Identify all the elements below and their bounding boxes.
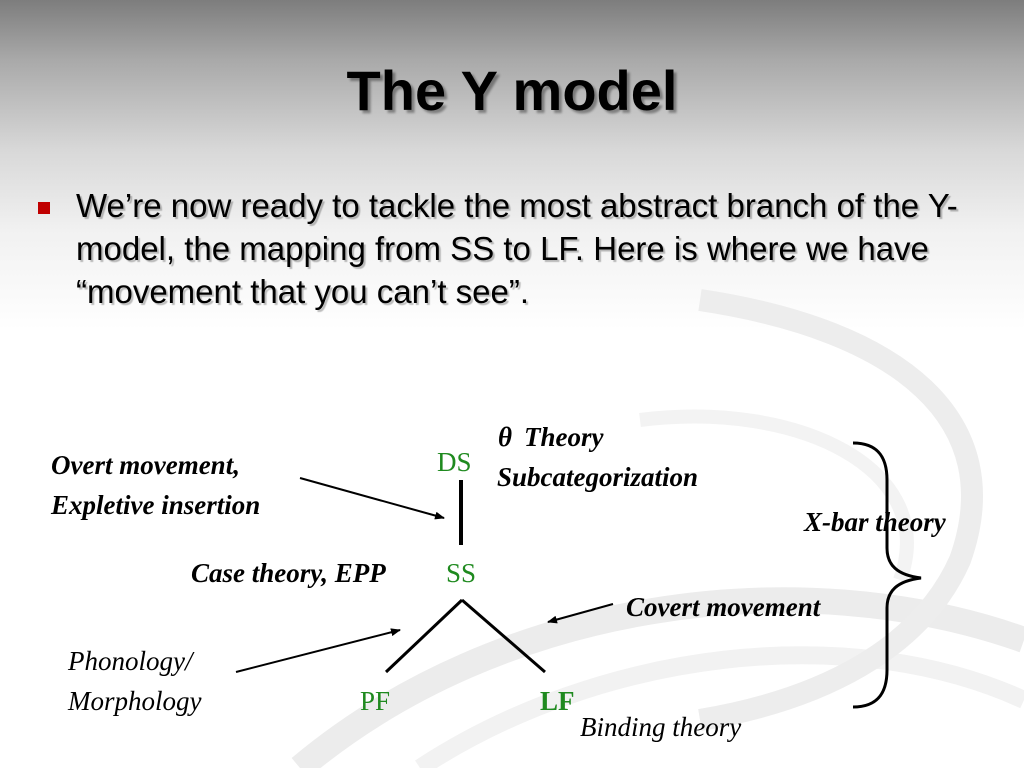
phonology-arrow xyxy=(235,628,401,673)
node-ss: SS xyxy=(446,558,477,588)
square-bullet-icon xyxy=(38,202,50,214)
covert-movement-arrow xyxy=(547,603,614,624)
label-covert-movement: Covert movement xyxy=(626,592,821,622)
overt-movement-arrow xyxy=(299,477,445,520)
label-morphology: Morphology xyxy=(68,686,202,716)
label-xbar-theory: X-bar theory xyxy=(804,507,946,537)
label-expletive-insertion: Expletive insertion xyxy=(51,490,261,520)
label-case-theory: Case theory, EPP xyxy=(191,558,386,588)
node-ds: DS xyxy=(437,447,472,477)
label-binding-theory: Binding theory xyxy=(580,712,742,742)
ss-lf-line xyxy=(461,598,546,674)
bullet-text: We’re now ready to tackle the most abstr… xyxy=(76,187,958,310)
right-curly-brace xyxy=(852,441,922,709)
label-subcategorization: Subcategorization xyxy=(497,462,699,492)
label-theta-theory: Theory xyxy=(524,422,604,452)
node-pf: PF xyxy=(360,686,391,716)
label-phonology: Phonology/ xyxy=(68,646,193,676)
theta-symbol: θ xyxy=(498,422,513,452)
node-lf: LF xyxy=(540,686,575,716)
label-overt-movement: Overt movement, xyxy=(51,450,240,480)
slide-title: The Y model xyxy=(346,59,678,122)
ss-pf-line xyxy=(384,598,464,674)
